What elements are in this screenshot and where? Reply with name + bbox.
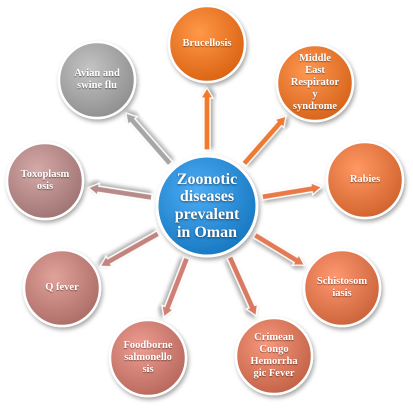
arrow-avian-swine-flu xyxy=(125,112,174,167)
node-q-fever xyxy=(22,248,102,328)
node-mers xyxy=(275,43,355,123)
arrow-mers xyxy=(240,115,287,167)
node-toxoplasmosis xyxy=(5,141,85,221)
arrow-schistosomiasis xyxy=(252,231,306,266)
node-cchf xyxy=(234,316,314,396)
arrow-q-fever xyxy=(99,230,161,268)
center-circle xyxy=(155,154,259,258)
node-schistosomiasis xyxy=(302,248,382,328)
node-avian-swine-flu xyxy=(57,40,137,120)
arrow-toxoplasmosis xyxy=(87,182,153,202)
node-salmonellosis xyxy=(108,318,188,398)
node-rabies xyxy=(325,140,405,220)
node-brucellosis xyxy=(167,4,247,84)
arrow-salmonellosis xyxy=(161,256,191,319)
arrow-brucellosis xyxy=(199,86,215,151)
arrow-cchf xyxy=(226,255,259,317)
center-title: Zoonotic diseases prevalent in Oman xyxy=(174,170,240,241)
arrow-rabies xyxy=(261,181,323,201)
